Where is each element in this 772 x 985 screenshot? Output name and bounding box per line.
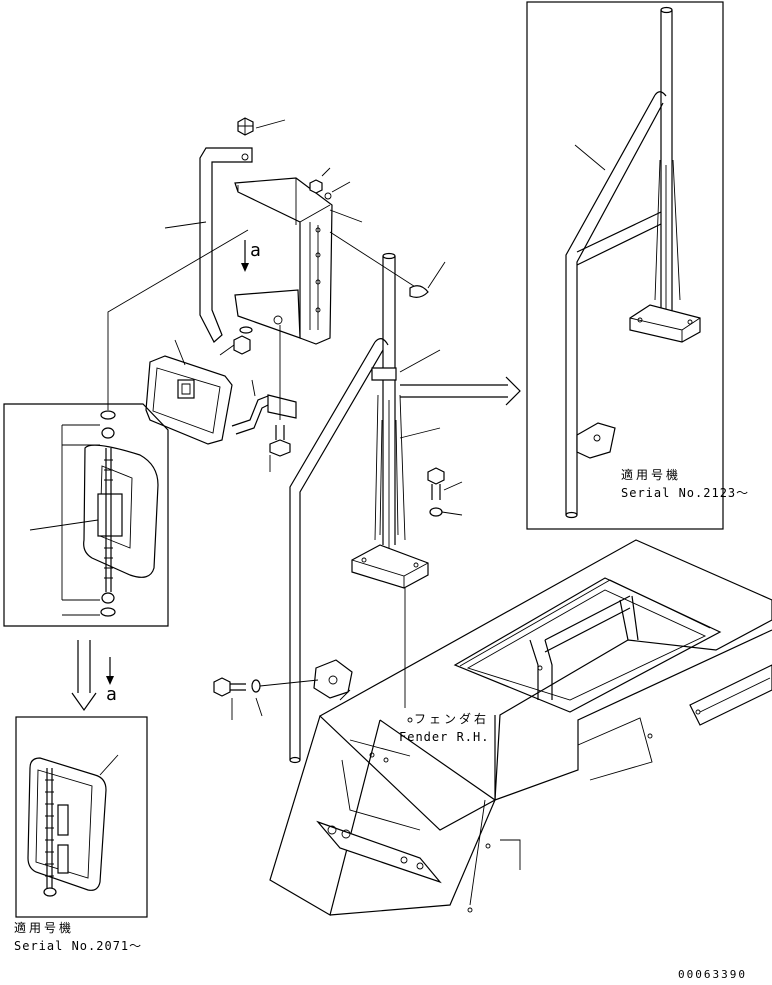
- top-right-note-en: Serial No.2123～: [621, 486, 749, 500]
- inset-mirror-detail: [3, 403, 169, 627]
- fender-label-en: Fender R.H.: [399, 730, 489, 744]
- view-arrow-a: a: [71, 640, 117, 712]
- view-letter-a-bottom: a: [106, 684, 117, 705]
- bottom-left-note-jp: 適用号機: [14, 920, 74, 935]
- inset-mirror-serial-2071: 適用号機 Serial No.2071～: [14, 716, 148, 953]
- reference-arrow-to-inset: [400, 376, 521, 406]
- mirror: [145, 325, 297, 472]
- drawing-code: 00063390: [678, 968, 747, 981]
- fender-structure: フェンダ右 Fender R.H.: [269, 539, 772, 916]
- top-right-note-jp: 適用号機: [621, 467, 681, 482]
- bottom-left-note-en: Serial No.2071～: [14, 939, 142, 953]
- handrail-and-pole: [213, 252, 463, 764]
- fender-label-jp: フェンダ右: [414, 711, 489, 726]
- view-letter-a-top: a: [250, 240, 261, 261]
- inset-frame-top-right: [526, 1, 724, 530]
- mirror-bracket-assembly: a: [107, 117, 446, 410]
- inset-handrail-serial-2123: 適用号機 Serial No.2123～: [526, 1, 749, 530]
